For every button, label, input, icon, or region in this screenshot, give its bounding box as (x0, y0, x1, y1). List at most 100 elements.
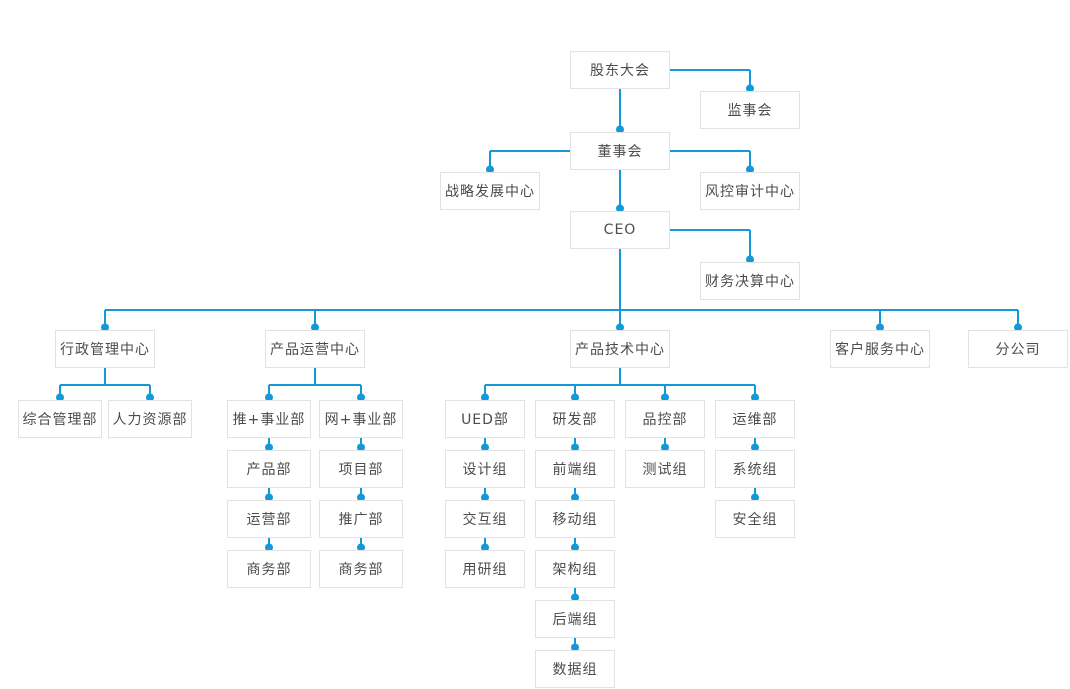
org-node-hr: 人力资源部 (108, 400, 192, 438)
org-node-strategy: 战略发展中心 (440, 172, 540, 210)
connector-dot (481, 493, 489, 502)
connector-dot (1014, 323, 1022, 332)
org-node-label: 系统组 (732, 462, 778, 478)
connector-dot (571, 443, 579, 452)
connector-dot (616, 125, 624, 134)
org-node-label: 运维部 (732, 412, 778, 428)
org-node-label: 品控部 (642, 412, 688, 428)
org-node-frontend: 前端组 (535, 450, 615, 488)
connector-dot (571, 593, 579, 602)
org-node-label: 研发部 (552, 412, 598, 428)
connector-dot (746, 165, 754, 174)
org-node-ceo: CEO (570, 211, 670, 249)
org-node-label: 前端组 (552, 462, 598, 478)
org-node-label: 项目部 (338, 462, 384, 478)
org-node-rd: 研发部 (535, 400, 615, 438)
org-node-interaction: 交互组 (445, 500, 525, 538)
org-node-tech: 产品技术中心 (570, 330, 670, 368)
org-node-label: 产品技术中心 (575, 342, 665, 358)
org-node-service: 客户服务中心 (830, 330, 930, 368)
org-node-label: 运营部 (246, 512, 292, 528)
org-node-biz_wang: 商务部 (319, 550, 403, 588)
org-node-wang: 网+事业部 (319, 400, 403, 438)
connector-dot (486, 165, 494, 174)
org-node-label: 股东大会 (590, 63, 650, 79)
connector-dot (357, 543, 365, 552)
org-node-label: 用研组 (462, 562, 508, 578)
connector-dot (746, 255, 754, 264)
connector-dot (357, 493, 365, 502)
org-node-qc: 品控部 (625, 400, 705, 438)
connector-dot (751, 443, 759, 452)
org-node-label: 商务部 (338, 562, 384, 578)
org-node-label: 安全组 (732, 512, 778, 528)
org-node-label: 推+事业部 (232, 412, 306, 428)
org-node-label: 数据组 (552, 662, 598, 678)
org-node-product: 产品部 (227, 450, 311, 488)
connector-dot (311, 323, 319, 332)
connector-dot (876, 323, 884, 332)
org-node-label: 架构组 (552, 562, 598, 578)
connector-dot (481, 393, 489, 402)
org-node-label: 产品运营中心 (270, 342, 360, 358)
org-node-supervisory: 监事会 (700, 91, 800, 129)
connector-dot (746, 84, 754, 93)
org-node-label: 人力资源部 (112, 412, 188, 428)
connector-dot (357, 393, 365, 402)
org-node-design: 设计组 (445, 450, 525, 488)
connector-dot (265, 543, 273, 552)
org-node-om: 运维部 (715, 400, 795, 438)
org-node-branch: 分公司 (968, 330, 1068, 368)
connector-dot (571, 393, 579, 402)
org-node-label: 产品部 (246, 462, 292, 478)
connector-dot (357, 443, 365, 452)
org-node-label: 设计组 (462, 462, 508, 478)
org-node-label: 战略发展中心 (445, 184, 535, 200)
connector-dot (616, 323, 624, 332)
org-node-testing: 测试组 (625, 450, 705, 488)
org-node-biz_tui: 商务部 (227, 550, 311, 588)
org-node-security: 安全组 (715, 500, 795, 538)
org-node-label: 行政管理中心 (60, 342, 150, 358)
org-node-ops: 产品运营中心 (265, 330, 365, 368)
org-node-label: 财务决算中心 (705, 274, 795, 290)
org-node-arch: 架构组 (535, 550, 615, 588)
org-node-operation: 运营部 (227, 500, 311, 538)
org-node-risk: 风控审计中心 (700, 172, 800, 210)
connector-dot (265, 493, 273, 502)
connector-dot (146, 393, 154, 402)
org-node-backend: 后端组 (535, 600, 615, 638)
connector-dot (265, 443, 273, 452)
connector-dot (751, 393, 759, 402)
org-node-research: 用研组 (445, 550, 525, 588)
org-node-label: 董事会 (597, 144, 643, 160)
connector-dot (481, 543, 489, 552)
connector-dot (481, 443, 489, 452)
org-node-shareholders: 股东大会 (570, 51, 670, 89)
org-node-label: 测试组 (642, 462, 688, 478)
org-node-label: 后端组 (552, 612, 598, 628)
org-node-label: 网+事业部 (324, 412, 398, 428)
org-node-label: 移动组 (552, 512, 598, 528)
connector-dot (571, 643, 579, 652)
org-node-label: 风控审计中心 (705, 184, 795, 200)
org-node-datagrp: 数据组 (535, 650, 615, 688)
org-node-mobile: 移动组 (535, 500, 615, 538)
org-node-promotion: 推广部 (319, 500, 403, 538)
org-node-label: 监事会 (727, 103, 773, 119)
connector-dot (661, 443, 669, 452)
connector-dot (751, 493, 759, 502)
org-node-label: UED部 (461, 412, 509, 428)
connector-dot (571, 543, 579, 552)
connector-dot (616, 204, 624, 213)
org-node-label: CEO (603, 222, 637, 238)
connector-dot (661, 393, 669, 402)
org-node-label: 交互组 (462, 512, 508, 528)
connector-dot (571, 493, 579, 502)
org-node-label: 分公司 (995, 342, 1041, 358)
connector-dot (265, 393, 273, 402)
connector-dot (101, 323, 109, 332)
org-node-general: 综合管理部 (18, 400, 102, 438)
